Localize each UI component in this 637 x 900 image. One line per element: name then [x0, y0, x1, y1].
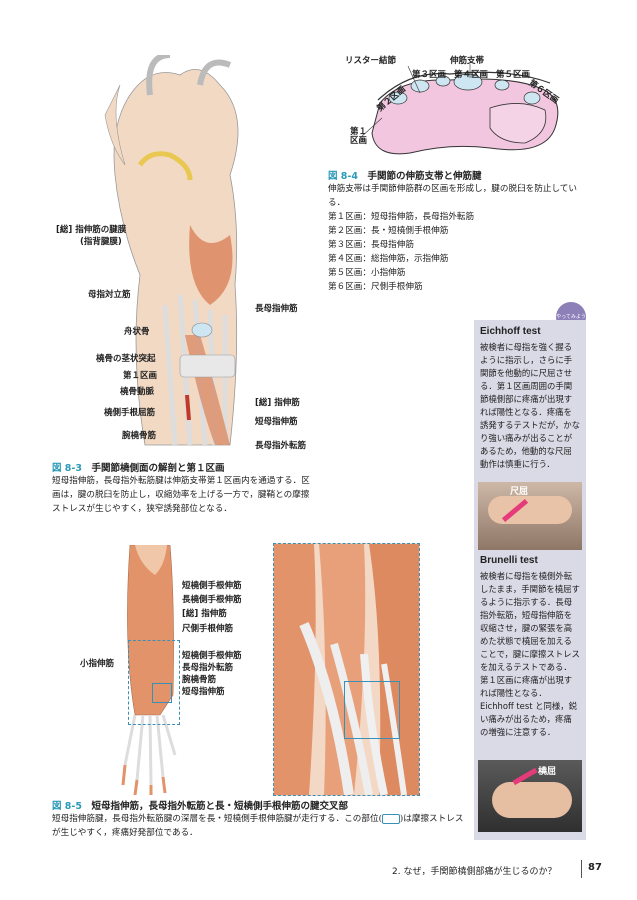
label-lister-tubercle: リスター結節	[345, 56, 397, 66]
figure-8-5-highlight-box	[152, 683, 172, 703]
figure-8-4-caption: 図 8-4 手関節の伸筋支帯と伸筋腱 伸筋支帯は手関節伸筋群の区画を形成し，腱の…	[328, 168, 588, 294]
list-item: 第６区画：尺側手根伸筋	[328, 282, 423, 292]
figure-8-3-illustration	[104, 55, 239, 446]
label-extensor-sheath-alt: (指背腱膜)	[80, 237, 122, 247]
label-extensor-retinaculum: 伸筋支帯	[450, 56, 485, 66]
figure-8-5-closeup	[274, 544, 419, 795]
caption-body: 短母指伸筋腱，長母指外転筋腱の深層を長・短橈側手根伸筋腱が走行する．この部位()…	[52, 813, 464, 838]
figure-8-5-closeup-frame	[273, 543, 420, 796]
figure-8-5-forearm	[121, 545, 177, 795]
footer-divider	[581, 860, 582, 878]
eichhoff-photo: 尺屈	[478, 482, 582, 550]
page-number: 87	[588, 862, 602, 873]
list-item: 第３区画：長母指伸筋	[328, 240, 414, 250]
label-ecu: 尺側手根伸筋	[182, 624, 234, 634]
label-ed: [総] 指伸筋	[182, 609, 227, 619]
figure-8-3-caption: 図 8-3 手関節橈側面の解剖と第１区画 短母指伸筋，長母指外転筋腱は伸筋支帯第…	[52, 460, 314, 516]
label-apl: 長母指外転筋	[255, 441, 307, 451]
label-ecrl: 長橈側手根伸筋	[182, 595, 242, 605]
photo-label: 尺屈	[510, 487, 529, 497]
list-item: 第２区画：長・短橈側手根伸筋	[328, 226, 449, 236]
label-ecrb: 短橈側手根伸筋	[182, 581, 242, 591]
caption-title: 図 8-4 手関節の伸筋支帯と伸筋腱	[328, 171, 482, 182]
compartment-list: 第１区画：短母指伸筋，長母指外転筋 第２区画：長・短橈側手根伸筋 第３区画：長母…	[328, 210, 588, 294]
label-ed: [総] 指伸筋	[255, 398, 300, 408]
label-fcr: 橈側手根屈筋	[104, 408, 156, 418]
brunelli-test-title: Brunelli test	[480, 555, 538, 566]
figure-8-5-caption: 図 8-5 短母指伸筋，長母指外転筋と長・短橈側手根伸筋の腱交叉部 短母指伸筋腱…	[52, 798, 472, 840]
sidebar-clinical-tests: Eichhoff test 被検者に母指を強く握るように指示し，さらに手関節を他…	[474, 320, 586, 840]
caption-body: 伸筋支帯は手関節伸筋群の区画を形成し，腱の脱臼を防止している．	[328, 184, 577, 208]
brunelli-photo-hand	[492, 782, 572, 818]
label-epl: 長母指伸筋	[255, 304, 298, 314]
figure-8-4-diagram	[359, 64, 559, 155]
caption-title: 図 8-3 手関節橈側面の解剖と第１区画	[52, 463, 225, 474]
label-opponens-pollicis: 母指対立筋	[88, 290, 131, 300]
inline-box-icon	[381, 813, 400, 824]
list-item: 第１区画：短母指伸筋，長母指外転筋	[328, 212, 475, 222]
label-extensor-sheath: [総] 指伸筋の腱膜	[56, 225, 127, 235]
label-brachioradialis: 腕橈骨筋	[122, 431, 157, 441]
label-brachioradialis: 腕橈骨筋	[182, 675, 217, 685]
caption-body: 短母指伸筋，長母指外転筋腱は伸筋支帯第１区画内を通過する．区画は，腱の脱臼を防止…	[52, 476, 310, 514]
label-compartment-5: 第５区画	[496, 70, 531, 80]
brunelli-test-body: 被検者に母指を橈側外転したまま，手関節を橈屈するように指示する．長母指外転筋，短…	[480, 571, 580, 737]
label-epb: 短母指伸筋	[255, 417, 298, 427]
closeup-highlight-box	[344, 681, 400, 739]
figure-8-5-dashed-box	[128, 640, 180, 725]
label-scaphoid: 舟状骨	[124, 327, 150, 337]
footer-chapter-title: 2. なぜ，手関節橈側部痛が生じるのか？	[392, 867, 557, 877]
brunelli-photo: 橈屈	[478, 760, 582, 832]
label-radial-styloid: 橈骨の茎状突起	[96, 354, 156, 364]
label-compartment-3: 第３区画	[412, 70, 447, 80]
eichhoff-photo-hand	[488, 496, 572, 524]
label-epb: 短母指伸筋	[182, 687, 225, 697]
label-ecrb-2: 短橈側手根伸筋	[182, 651, 242, 661]
label-compartment-1: 第１区画	[350, 127, 368, 147]
photo-label: 橈屈	[538, 767, 557, 777]
list-item: 第５区画：小指伸筋	[328, 268, 406, 278]
caption-title: 図 8-5 短母指伸筋，長母指外転筋と長・短橈側手根伸筋の腱交叉部	[52, 801, 349, 812]
eichhoff-test-title: Eichhoff test	[480, 326, 541, 337]
label-apl: 長母指外転筋	[182, 663, 234, 673]
label-radial-artery: 橈骨動脈	[120, 387, 155, 397]
label-compartment-4: 第４区画	[454, 70, 489, 80]
label-edm: 小指伸筋	[80, 659, 115, 669]
eichhoff-test-body: 被検者に母指を強く握るように指示し，さらに手関節を他動的に尺屈させる．第１区画周…	[480, 342, 580, 469]
list-item: 第４区画：総指伸筋，示指伸筋	[328, 254, 449, 264]
label-compartment-1: 第１区画	[123, 371, 158, 381]
